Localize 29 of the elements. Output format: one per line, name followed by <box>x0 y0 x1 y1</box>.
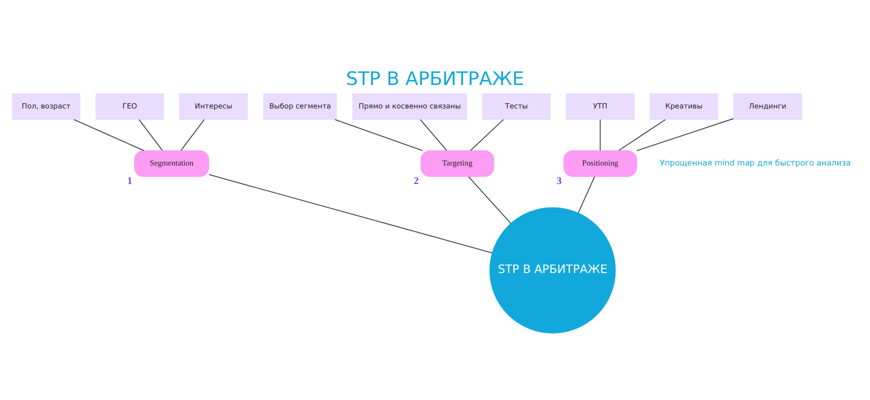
connector <box>600 119 601 151</box>
node-label: 1 <box>127 176 132 187</box>
connector <box>334 119 423 151</box>
connector <box>470 119 504 151</box>
node-box: Лендинги <box>733 93 802 120</box>
node-box: ГЕО <box>96 93 164 120</box>
node-box: Positioning <box>563 150 638 177</box>
node-box: Тесты <box>482 93 551 120</box>
node-box: Прямо и косвенно связаны <box>352 93 468 120</box>
node-box: Пол, возраст <box>12 93 80 120</box>
node-box: Интересы <box>179 93 248 120</box>
node-box: УТП <box>566 93 634 120</box>
node-box: Креативы <box>650 93 718 120</box>
connector <box>208 174 493 254</box>
node-label: 2 <box>414 176 419 187</box>
connector <box>578 176 596 214</box>
node-box: Targeting <box>420 150 494 177</box>
connector <box>420 119 448 151</box>
diagram-title: STP В АРБИТРАЖЕ <box>346 68 524 90</box>
connector <box>138 119 163 151</box>
connector <box>618 119 666 151</box>
node-label: 3 <box>556 176 562 187</box>
connector <box>636 118 734 152</box>
connector <box>468 176 512 224</box>
connector <box>180 119 205 151</box>
node-box: Выбор сегмента <box>263 93 337 120</box>
node-circle: STP В АРБИТРАЖЕ <box>489 207 616 334</box>
node-box: Segmentation <box>134 150 210 177</box>
connector <box>73 119 144 151</box>
